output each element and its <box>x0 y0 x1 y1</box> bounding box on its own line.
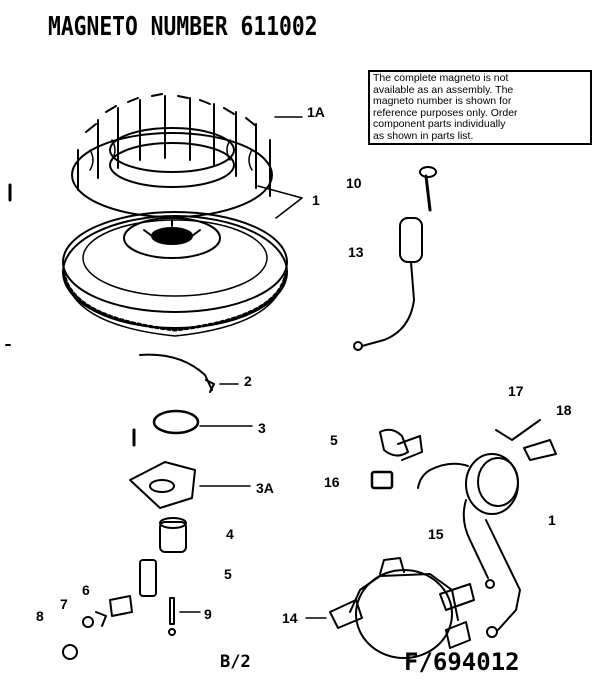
diagram-title: MAGNETO NUMBER 611002 <box>48 12 318 42</box>
ignition-coil <box>417 453 521 638</box>
callout-1: 1 <box>312 192 320 208</box>
callout-17: 17 <box>508 383 524 399</box>
callout-13: 13 <box>348 244 364 260</box>
callout-14: 14 <box>282 610 298 626</box>
callout-4: 4 <box>226 526 234 542</box>
callout-10: 10 <box>346 175 362 191</box>
note-line: reference purposes only. Order <box>373 106 518 119</box>
armature-core <box>329 557 475 659</box>
note-line: magneto number is shown for <box>373 95 512 107</box>
note-line: component parts individually <box>373 118 506 130</box>
condenser-assembly <box>353 166 437 351</box>
callout-5: 5 <box>224 566 232 582</box>
callout-7: 7 <box>60 596 68 612</box>
note-line: available as an assembly. The <box>373 83 514 96</box>
callout-16: 16 <box>324 474 340 490</box>
flywheel <box>62 211 288 337</box>
callout-9: 9 <box>204 606 212 622</box>
assembly-note: The complete magneto is not available as… <box>368 70 592 145</box>
callout-2: 2 <box>244 373 252 389</box>
callout-8: 8 <box>36 608 44 624</box>
cooling-fan <box>71 93 273 218</box>
callout-5-upper: 5 <box>330 432 338 448</box>
callout-3A: 3A <box>256 480 274 496</box>
note-line: The complete magneto is not <box>373 72 509 84</box>
callout-6: 6 <box>82 582 90 598</box>
callout-3: 3 <box>258 420 266 436</box>
callout-15: 15 <box>428 526 444 542</box>
callout-18: 18 <box>556 402 572 418</box>
callout-1A: 1A <box>307 104 325 120</box>
page-code: B/2 <box>220 652 251 672</box>
callout-1-coil: 1 <box>548 512 556 528</box>
note-line: as shown in parts list. <box>373 129 474 142</box>
figure-number: F/694012 <box>404 648 520 676</box>
